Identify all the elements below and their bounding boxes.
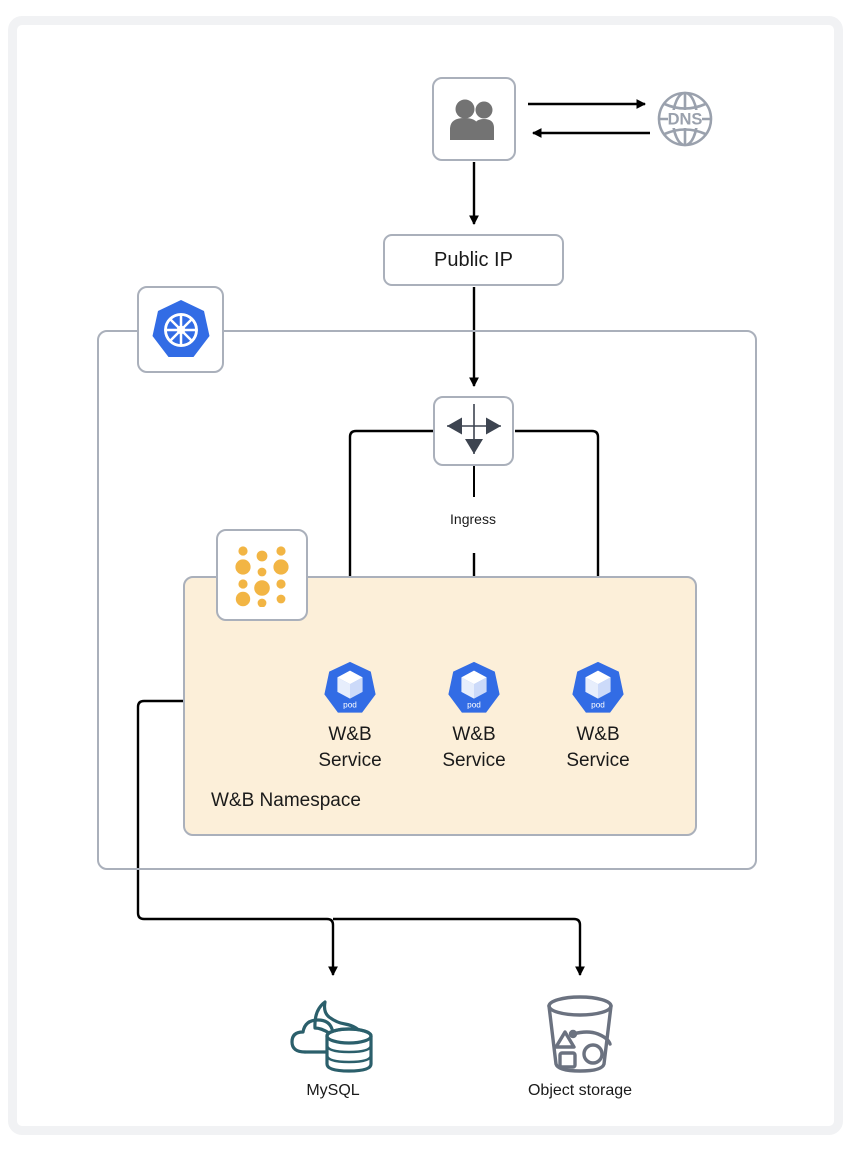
mysql-label: MySQL: [306, 1082, 360, 1099]
object-storage-label: Object storage: [527, 1082, 633, 1099]
pod-label-line1: W&B: [576, 724, 620, 745]
pod-node-1[interactable]: pod W&B Service: [290, 660, 410, 774]
pod-label-line2: Service: [566, 750, 630, 771]
ingress-label: Ingress: [450, 511, 496, 527]
ingress-arrows-icon: [435, 398, 512, 464]
namespace-dots-icon: [218, 531, 306, 619]
dns-globe-icon: DNS: [657, 91, 713, 147]
object-storage-bucket-icon: [547, 995, 613, 1073]
namespace-label: W&B Namespace: [211, 790, 361, 811]
pod-label-line2: Service: [318, 750, 382, 771]
pod-caption: pod: [343, 700, 357, 709]
pod-icon: pod: [324, 661, 376, 713]
ingress-node[interactable]: [433, 396, 514, 466]
pod-icon: pod: [448, 661, 500, 713]
pod-label-line2: Service: [442, 750, 506, 771]
kubernetes-cluster-box: [97, 330, 757, 870]
pod-node-3[interactable]: pod W&B Service: [538, 660, 658, 774]
pod-node-2[interactable]: pod W&B Service: [414, 660, 534, 774]
public-ip-label: Public IP: [434, 248, 513, 271]
dns-node[interactable]: DNS: [655, 86, 715, 152]
pod-label-line1: W&B: [328, 724, 372, 745]
dns-label: DNS: [668, 111, 703, 129]
pod-caption: pod: [591, 700, 605, 709]
pod-caption: pod: [467, 700, 481, 709]
kubernetes-icon: [139, 288, 222, 371]
mysql-dolphin-icon: [290, 1000, 373, 1073]
mysql-node[interactable]: MySQL: [253, 990, 413, 1100]
users-icon: [434, 79, 514, 159]
namespace-badge[interactable]: [216, 529, 308, 621]
public-ip-node[interactable]: Public IP: [383, 234, 564, 286]
kubernetes-badge[interactable]: [137, 286, 224, 373]
pod-icon: pod: [572, 661, 624, 713]
users-node[interactable]: [432, 77, 516, 161]
object-storage-node[interactable]: Object storage: [500, 990, 660, 1100]
pod-label-line1: W&B: [452, 724, 496, 745]
